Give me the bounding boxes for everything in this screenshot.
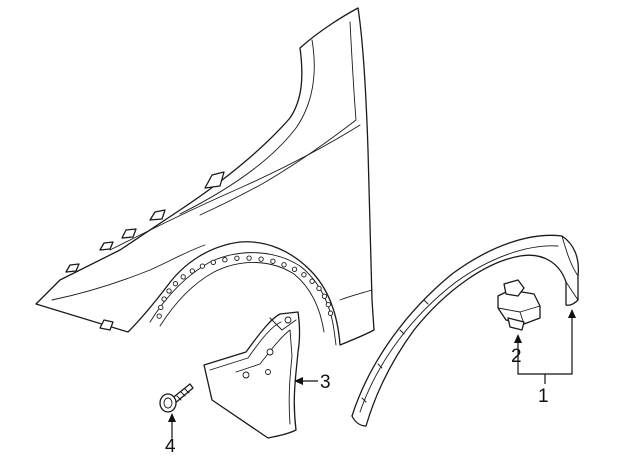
callout-3: 3 bbox=[320, 372, 331, 393]
arch-hole bbox=[281, 262, 287, 268]
mud-flap bbox=[203, 311, 301, 439]
arch-hole bbox=[234, 255, 240, 261]
callout-2: 2 bbox=[511, 346, 522, 367]
arch-hole bbox=[258, 256, 264, 262]
fender-panel bbox=[35, 7, 375, 346]
retainer-clip bbox=[497, 279, 541, 331]
arch-hole bbox=[270, 258, 276, 264]
arch-hole bbox=[189, 268, 195, 274]
arch-hole bbox=[246, 255, 252, 261]
arch-hole bbox=[327, 310, 334, 316]
arch-hole bbox=[156, 313, 162, 319]
arch-hole bbox=[158, 304, 164, 311]
callout-1: 1 bbox=[538, 386, 549, 407]
arch-hole bbox=[309, 278, 315, 284]
arch-hole bbox=[291, 266, 298, 272]
callout-4: 4 bbox=[165, 436, 176, 457]
arch-hole bbox=[199, 263, 206, 269]
arch-hole bbox=[316, 285, 322, 292]
fender-flare bbox=[351, 234, 580, 427]
arch-hole bbox=[222, 257, 228, 263]
arch-hole bbox=[161, 296, 167, 302]
arch-hole bbox=[321, 293, 328, 299]
arch-hole bbox=[180, 274, 186, 280]
arch-hole bbox=[210, 259, 216, 266]
arch-hole bbox=[325, 301, 331, 308]
arch-holes bbox=[156, 255, 334, 319]
arch-hole bbox=[301, 272, 307, 278]
arch-hole bbox=[166, 288, 172, 294]
leader-lines bbox=[168, 309, 576, 438]
screw bbox=[159, 383, 194, 413]
arch-hole bbox=[172, 280, 179, 287]
